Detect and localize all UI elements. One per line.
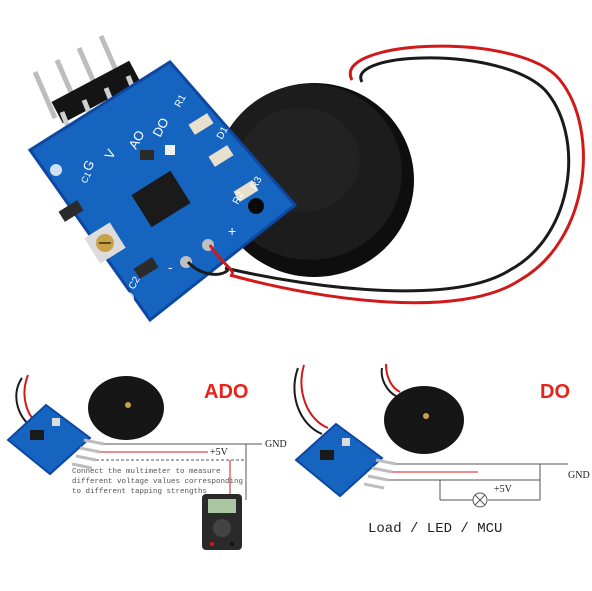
label-minus: -	[168, 259, 173, 275]
label-plus: +	[228, 223, 236, 239]
ado-note-line-1: Connect the multimeter to measure	[72, 468, 221, 476]
ado-gnd-label: GND	[265, 439, 287, 450]
potentiometer	[84, 222, 126, 264]
ado-vcc-label: +5V	[210, 447, 229, 458]
do-wiring-panel: DO GND +5V Load / LED / MCU	[293, 363, 590, 537]
label-r2: R2	[231, 190, 247, 207]
main-module-photo: G V AO DO R1 D1 R2 R3 C1 C2 + -	[27, 35, 585, 323]
label-r3: R3	[249, 175, 265, 192]
op-amp-chip	[131, 170, 191, 228]
ado-piezo-disk	[88, 376, 164, 440]
label-d1: D1	[215, 125, 231, 142]
label-c1: C1	[79, 170, 93, 185]
do-gnd-label: GND	[568, 470, 590, 481]
pcb-board: G V AO DO R1 D1 R2 R3 C1 C2 + -	[27, 60, 298, 323]
ado-note-line-3: to different tapping strengths	[72, 488, 207, 496]
label-r1: R1	[173, 93, 189, 110]
ado-wiring-panel: ADO GND +5V Connect the multimeter to me…	[6, 374, 287, 550]
ado-title: ADO	[204, 381, 248, 403]
do-title: DO	[540, 381, 570, 403]
black-lead-wire	[224, 56, 571, 293]
do-piezo-disk	[384, 386, 464, 454]
do-load-label: Load / LED / MCU	[368, 521, 502, 537]
label-c2: C2	[127, 275, 143, 292]
ado-note-line-2: different voltage values corresponding	[72, 478, 243, 486]
lamp-icon	[472, 492, 488, 508]
multimeter	[202, 494, 242, 550]
do-vcc-label: +5V	[494, 484, 513, 495]
red-lead-wire	[229, 44, 585, 305]
